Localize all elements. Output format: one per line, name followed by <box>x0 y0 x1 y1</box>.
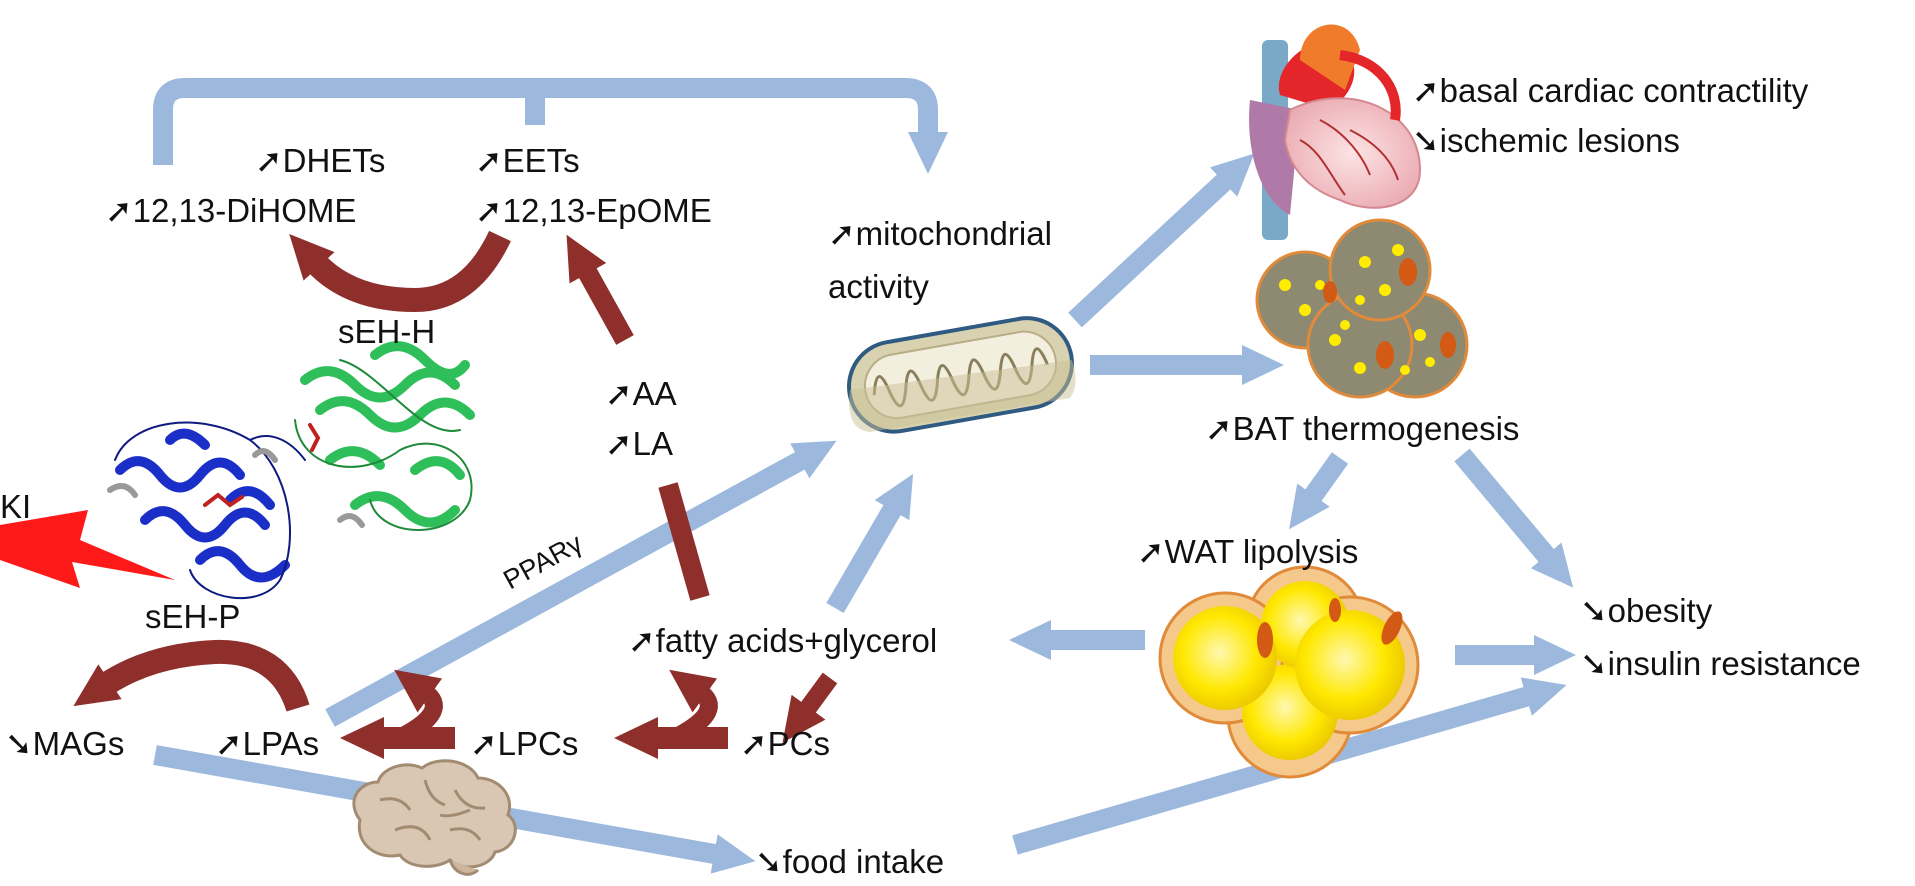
svg-text:➘obesity: ➘obesity <box>1580 592 1713 629</box>
mitochondrion-icon <box>847 316 1076 434</box>
label-ki: KI <box>0 488 31 525</box>
labels: ➚DHETs ➚EETs ➚12,13-DiHOME ➚12,13-EpOME … <box>0 72 1861 880</box>
svg-text:➚mitochondrial: ➚mitochondrial <box>828 215 1052 252</box>
arrow-seh-p-hydrolysis <box>73 639 310 712</box>
arrow-fatty-acids-to-mito <box>826 473 914 614</box>
lightning-icon <box>0 510 175 588</box>
down-arrow-icon: ➘ <box>1580 645 1608 682</box>
svg-text:➘insulin resistance: ➘insulin resistance <box>1580 645 1861 682</box>
arrow-mito-to-heart <box>1068 153 1255 328</box>
svg-text:➚EETs: ➚EETs <box>475 142 580 179</box>
label-obesity: obesity <box>1608 592 1713 629</box>
up-arrow-icon: ➚ <box>475 142 503 179</box>
arrow-ppar-lpas-to-mito <box>325 440 837 727</box>
label-aa: AA <box>633 375 677 412</box>
arrow-fatty-acids-to-pcs <box>782 672 838 743</box>
up-arrow-icon: ➚ <box>605 425 633 462</box>
blue-arrows <box>153 78 1576 874</box>
label-bat: BAT thermogenesis <box>1233 410 1520 447</box>
arrow-bat-to-wat <box>1289 452 1349 530</box>
label-food-intake: food intake <box>783 843 944 880</box>
label-insulin: insulin resistance <box>1608 645 1861 682</box>
label-dihome: 12,13-DiHOME <box>133 192 357 229</box>
label-cardiac: basal cardiac contractility <box>1440 72 1809 109</box>
label-seh-p: sEH-P <box>145 598 240 635</box>
svg-text:➚AA: ➚AA <box>605 375 677 412</box>
down-arrow-icon: ➘ <box>5 725 33 762</box>
up-arrow-icon: ➚ <box>605 375 633 412</box>
arrow-aa-la-to-epome <box>566 234 634 345</box>
up-arrow-icon: ➚ <box>105 192 133 229</box>
label-mags: MAGs <box>33 725 125 762</box>
svg-text:➘ischemic lesions: ➘ischemic lesions <box>1412 122 1680 159</box>
up-arrow-icon: ➚ <box>215 725 243 762</box>
svg-text:➚fatty acids+glycerol: ➚fatty acids+glycerol <box>628 622 937 659</box>
svg-text:➚WAT lipolysis: ➚WAT lipolysis <box>1137 533 1358 570</box>
up-arrow-icon: ➚ <box>255 142 283 179</box>
svg-text:➚LA: ➚LA <box>605 425 673 462</box>
svg-text:➚basal cardiac contractility: ➚basal cardiac contractility <box>1412 72 1809 109</box>
label-lpcs: LPCs <box>498 725 579 762</box>
label-eets: EETs <box>503 142 580 179</box>
arrow-pcs-fatty-acids-curl <box>669 669 718 743</box>
arrow-blocked-fa-to-aa <box>658 482 710 601</box>
red-arrows <box>73 230 838 759</box>
protein-structure-icon <box>107 341 475 600</box>
down-arrow-icon: ➘ <box>1580 592 1608 629</box>
label-la: LA <box>633 425 673 462</box>
svg-text:➚DHETs: ➚DHETs <box>255 142 385 179</box>
down-arrow-icon: ➘ <box>1412 122 1440 159</box>
label-wat: WAT lipolysis <box>1165 533 1359 570</box>
up-arrow-icon: ➚ <box>475 192 503 229</box>
heart-icon <box>1249 24 1422 240</box>
arrow-seh-h-hydrolysis <box>289 230 511 313</box>
label-fatty-acids: fatty acids+glycerol <box>656 622 938 659</box>
svg-text:➚LPCs: ➚LPCs <box>470 725 578 762</box>
brown-fat-cells-icon <box>1255 218 1469 399</box>
up-arrow-icon: ➚ <box>740 725 768 762</box>
label-lpas: LPAs <box>243 725 319 762</box>
svg-text:➘food intake: ➘food intake <box>755 843 944 880</box>
down-arrow-icon: ➘ <box>755 843 783 880</box>
svg-text:➚12,13-EpOME: ➚12,13-EpOME <box>475 192 712 229</box>
label-dhets: DHETs <box>283 142 386 179</box>
up-arrow-icon: ➚ <box>628 622 656 659</box>
svg-text:➘MAGs: ➘MAGs <box>5 725 124 762</box>
label-pcs: PCs <box>768 725 830 762</box>
svg-text:➚LPAs: ➚LPAs <box>215 725 319 762</box>
up-arrow-icon: ➚ <box>1412 72 1440 109</box>
arrow-lpcs-fatty-acids-curl <box>394 669 443 743</box>
up-arrow-icon: ➚ <box>828 215 856 252</box>
white-fat-cells-icon <box>1158 565 1420 779</box>
up-arrow-icon: ➚ <box>470 725 498 762</box>
svg-text:➚PCs: ➚PCs <box>740 725 830 762</box>
brain-icon <box>352 759 517 876</box>
up-arrow-icon: ➚ <box>1205 410 1233 447</box>
arrow-bat-to-obesity <box>1454 448 1574 588</box>
label-ischemic: ischemic lesions <box>1440 122 1680 159</box>
label-epome: 12,13-EpOME <box>503 192 712 229</box>
label-activity: activity <box>828 268 929 305</box>
label-seh-h: sEH-H <box>338 313 435 350</box>
svg-text:➚12,13-DiHOME: ➚12,13-DiHOME <box>105 192 356 229</box>
svg-text:➚BAT thermogenesis: ➚BAT thermogenesis <box>1205 410 1519 447</box>
label-mitochondrial: mitochondrial <box>856 215 1052 252</box>
up-arrow-icon: ➚ <box>1137 533 1165 570</box>
